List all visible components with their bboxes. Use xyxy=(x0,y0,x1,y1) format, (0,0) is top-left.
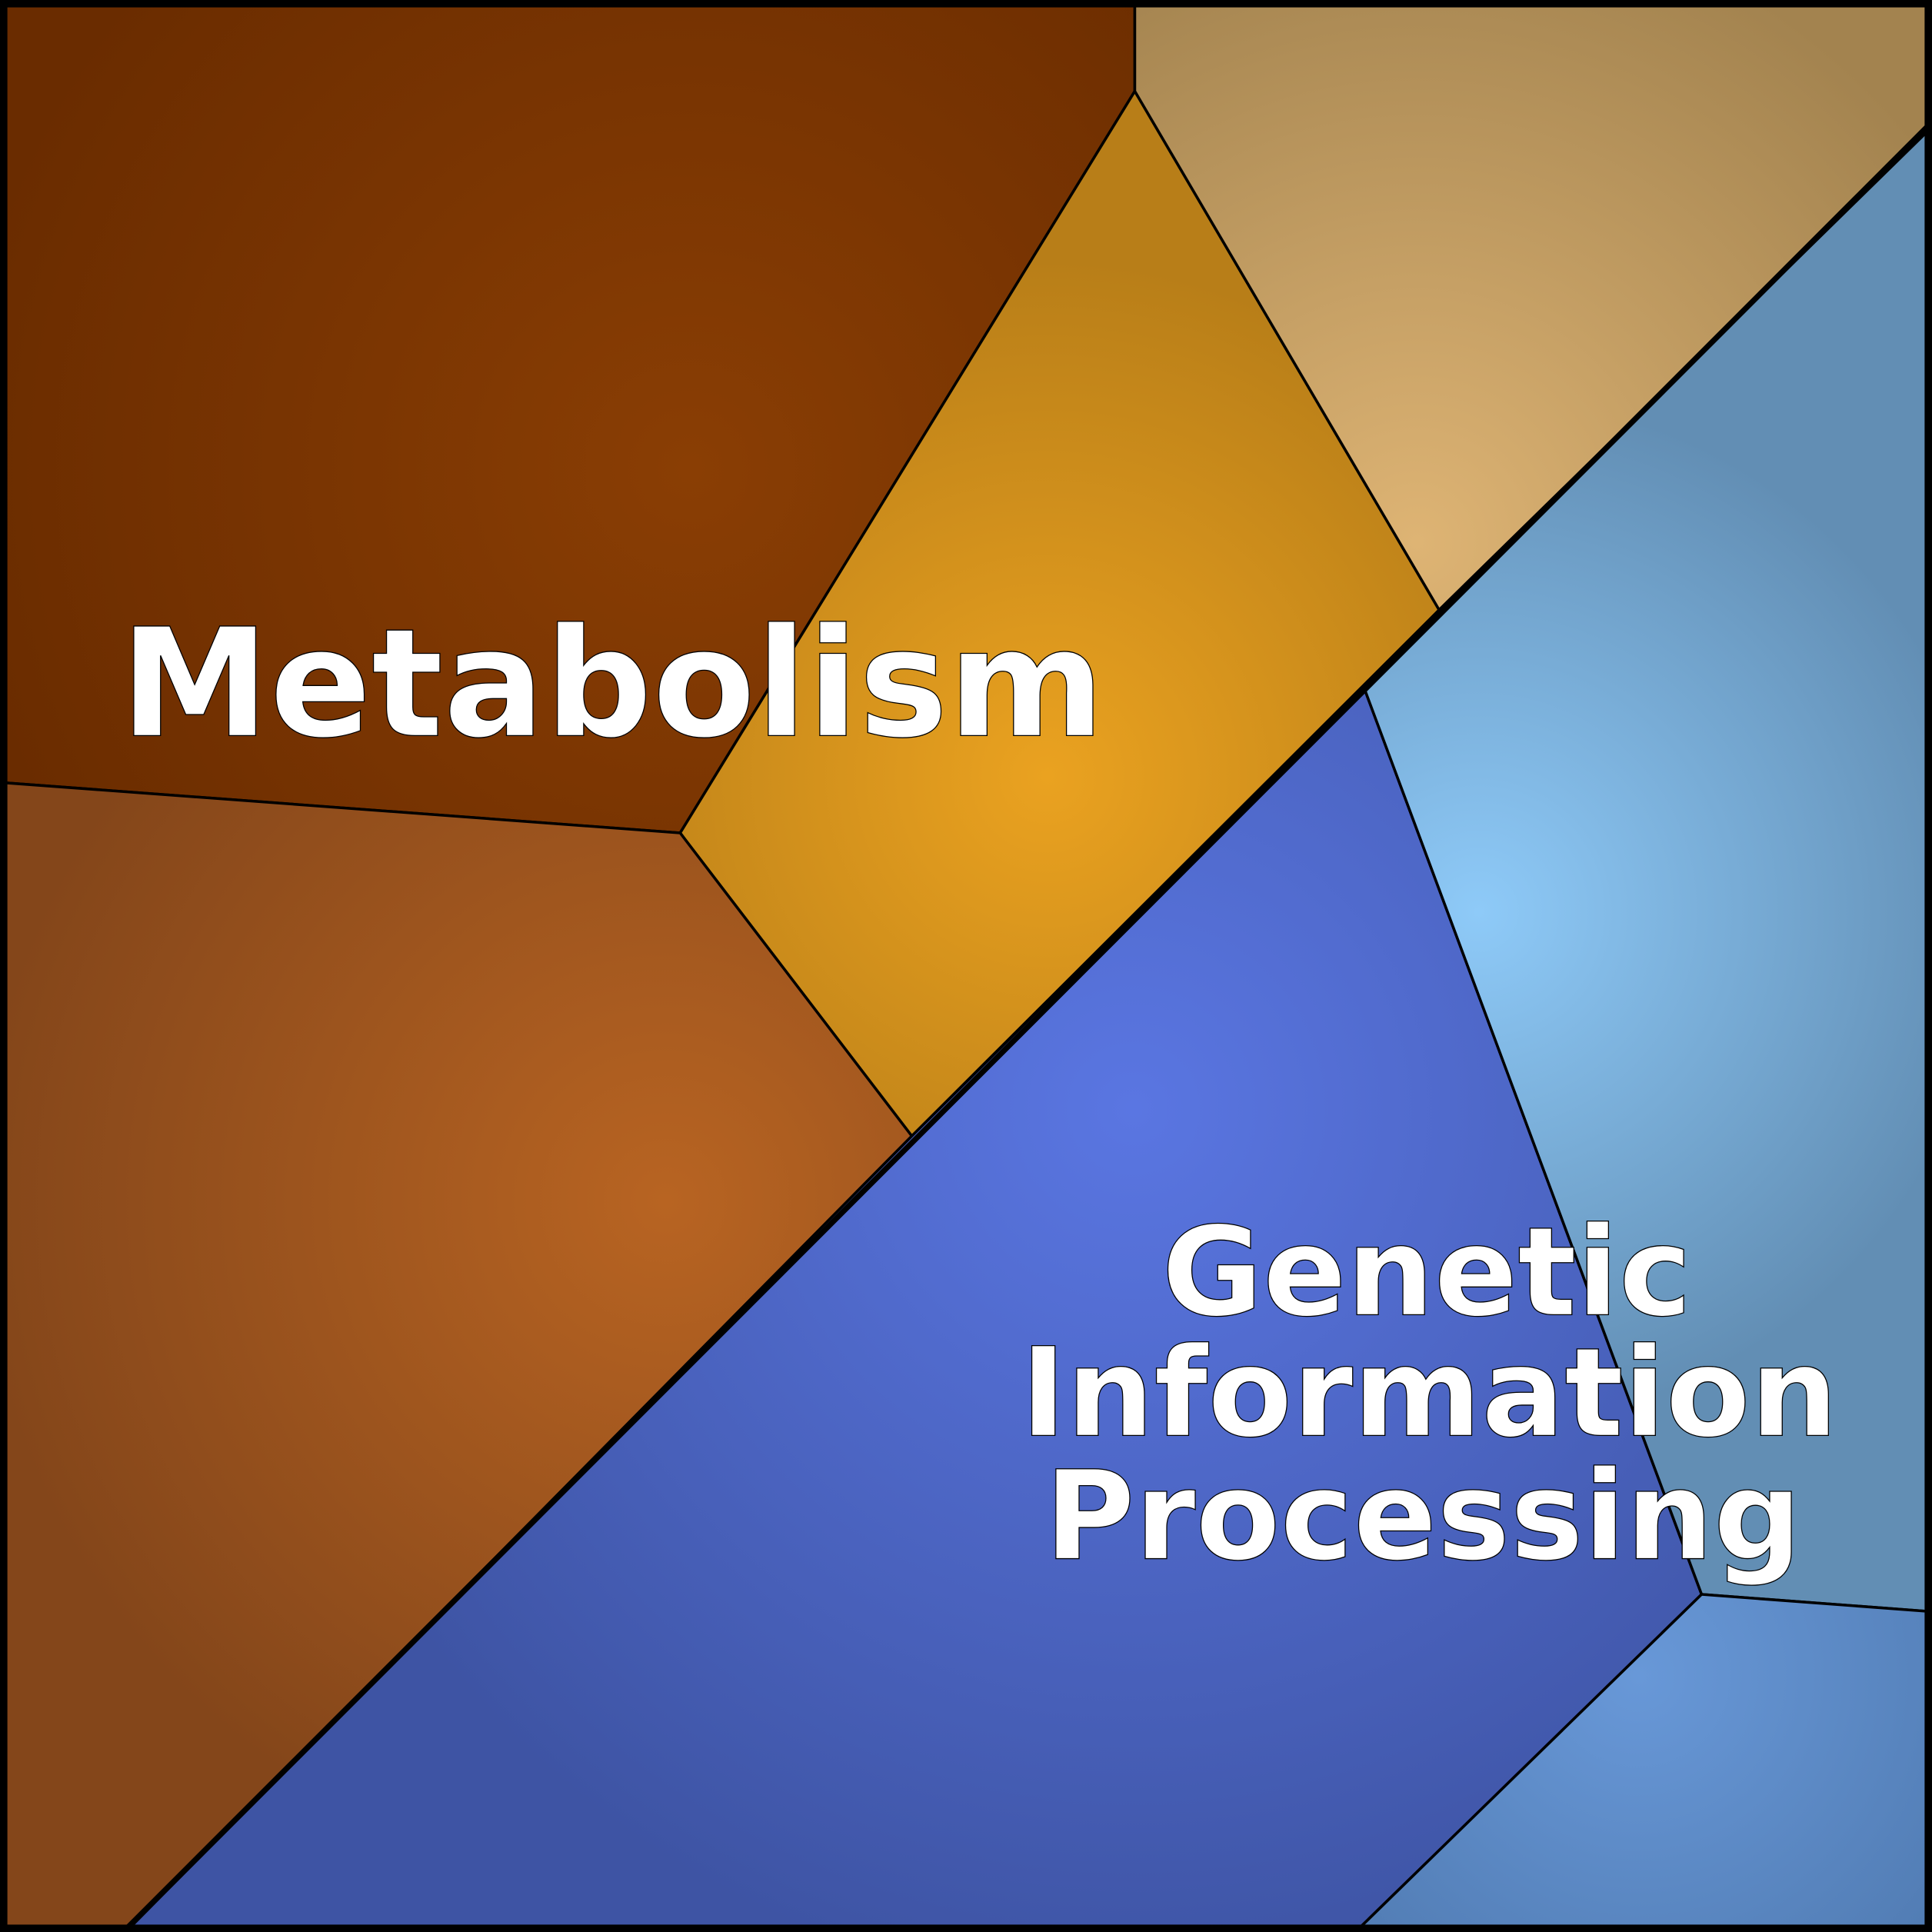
label-gip-line3: Processing xyxy=(1044,1444,1801,1588)
cell-gip-steel-blue xyxy=(1354,1593,1932,1932)
group-boundary xyxy=(123,122,1932,1932)
label-gip-line2: Information xyxy=(1021,1321,1838,1464)
label-gip-line1: Genetic xyxy=(1162,1200,1692,1344)
label-metabolism: Metabolism xyxy=(120,597,1104,771)
